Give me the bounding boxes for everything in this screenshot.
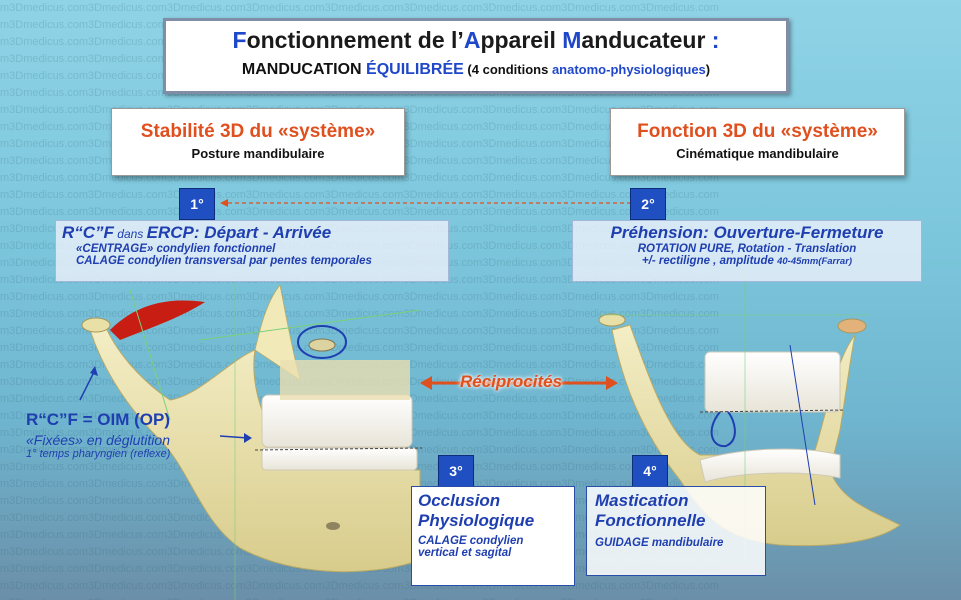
dans-label: dans	[113, 227, 147, 241]
fixees-label: «Fixées» en déglutition	[26, 432, 170, 448]
right-mandible	[598, 270, 901, 560]
left-info-line-2: CALAGE condylien transversal par pentes …	[76, 255, 372, 267]
title-cap-m: M	[562, 27, 582, 53]
occlusion-title-1: Occlusion	[418, 491, 501, 510]
occlusion-line-3: CALAGE condylien	[418, 535, 524, 547]
subtitle-main: MANDUCATION	[241, 61, 367, 78]
left-info-line-1: «CENTRAGE» condylien fonctionnel	[76, 243, 276, 255]
left-panel-subtitle: Posture mandibulaire	[191, 146, 325, 161]
reciprocal-dashed-arrow	[220, 199, 638, 207]
left-panel-title: Stabilité 3D du «système»	[140, 121, 376, 142]
page-title: Fonctionnement de l’Appareil Manducateur…	[166, 27, 786, 54]
title-cap-f: F	[232, 27, 247, 53]
left-info-box: R“C”F dans ERCP: Départ - Arrivée «CENTR…	[55, 220, 449, 282]
title-text-3: anducateur	[581, 27, 706, 53]
title-colon: :	[705, 27, 720, 53]
subtitle-small-open: (4 conditions	[463, 62, 552, 77]
title-text-2: ppareil	[480, 27, 563, 53]
left-mandible	[79, 280, 423, 600]
right-info-line-1: ROTATION PURE, Rotation - Translation	[637, 243, 857, 255]
subtitle-blue: ÉQUILIBRÉE	[366, 61, 464, 78]
subtitle-small-close: )	[705, 62, 711, 77]
subtitle-small-blue: anatomo-physiologiques	[551, 62, 706, 77]
rcf-label: R“C”F	[62, 223, 114, 242]
depart-label: épart -	[216, 223, 273, 242]
amplitude-value: 40-45mm(Farrar)	[777, 256, 853, 267]
mastication-box: Mastication Fonctionnelle GUIDAGE mandib…	[586, 486, 766, 576]
occlusion-title-2: Physiologique	[418, 511, 535, 530]
page-subtitle: MANDUCATION ÉQUILIBRÉE (4 conditions ana…	[166, 61, 786, 79]
right-panel-subtitle: Cinématique mandibulaire	[676, 146, 839, 161]
left-info-heading: R“C”F dans ERCP: Départ - Arrivée	[62, 223, 442, 243]
mastication-line-3: GUIDAGE mandibulaire	[595, 537, 724, 549]
ercp-label: ERCP: D	[146, 223, 217, 242]
right-info-box: Préhension: Ouverture-Fermeture ROTATION…	[572, 220, 922, 282]
right-info-line-2: +/- rectiligne , amplitude 40-45mm(Farra…	[577, 255, 917, 267]
right-info-heading: Préhension: Ouverture-Fermeture	[610, 223, 884, 242]
title-text-1: onctionnement de l’	[246, 27, 464, 53]
right-panel: Fonction 3D du «système» Cinématique man…	[610, 108, 905, 176]
badge-2: 2°	[630, 188, 666, 220]
rcf-oim-label: R“C”F = OIM (OP)	[26, 410, 171, 429]
title-box: Fonctionnement de l’Appareil Manducateur…	[163, 18, 789, 94]
arrivee-label: rrivée	[284, 223, 332, 242]
amplitude-label: +/- rectiligne , amplitude	[641, 255, 774, 267]
right-panel-title: Fonction 3D du «système»	[637, 121, 878, 142]
reciprocite-arrow	[420, 376, 618, 390]
occlusion-line-4: vertical et sagital	[418, 547, 512, 559]
mastication-title-2: Fonctionnelle	[595, 511, 706, 530]
badge-3: 3°	[438, 455, 474, 487]
left-panel: Stabilité 3D du «système» Posture mandib…	[111, 108, 405, 176]
badge-4: 4°	[632, 455, 668, 487]
left-occlusion-label: R“C”F = OIM (OP) «Fixées» en déglutition…	[26, 410, 256, 460]
mastication-title-1: Mastication	[595, 491, 689, 510]
title-cap-a: A	[463, 27, 481, 53]
badge-1: 1°	[179, 188, 215, 220]
pharyngien-label: 1° temps pharyngien (reflexe)	[26, 448, 171, 460]
arrivee-cap: A	[272, 223, 285, 242]
occlusion-box: Occlusion Physiologique CALAGE condylien…	[411, 486, 575, 586]
reciprocite-label: Réciprocités	[460, 372, 563, 391]
